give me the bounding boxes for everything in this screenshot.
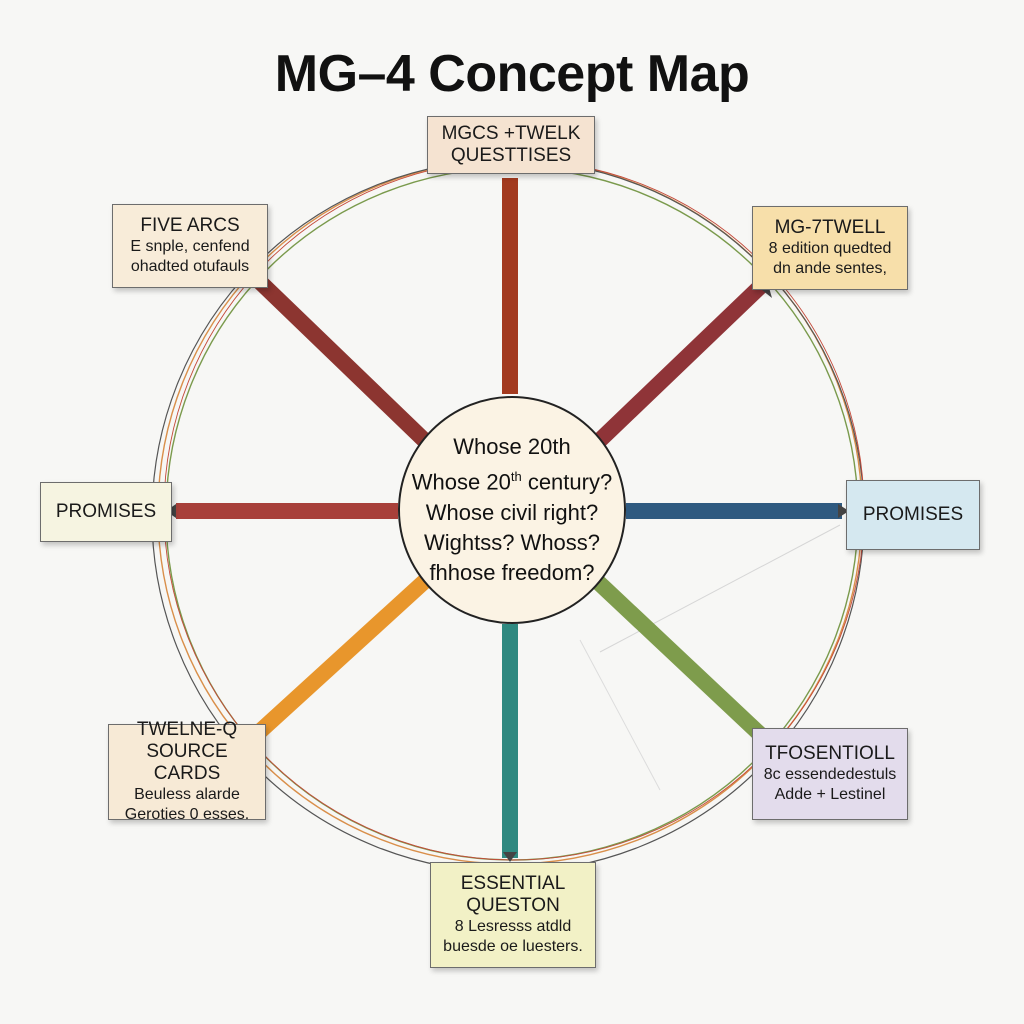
node-top-right-heading: MG-7TWELL: [774, 217, 886, 238]
node-essential-question[interactable]: ESSENTIAL QUESTON 8 Lesresss atdld buesd…: [430, 862, 596, 968]
spoke-top-left: [252, 274, 430, 446]
guide-line: [579, 639, 661, 791]
node-top-line-2: QUESTTISES: [450, 145, 572, 166]
node-bottom-line-1: ESSENTIAL: [460, 873, 566, 894]
node-essential-tools[interactable]: TFOSENTIOLL 8c essendedestuls Adde + Les…: [752, 728, 908, 820]
spoke-top-right: [592, 276, 771, 448]
center-question-hub: Whose 20th Whose 20th century? Whose civ…: [398, 396, 626, 624]
node-bottom-right-heading: TFOSENTIOLL: [765, 743, 895, 764]
node-promises-right[interactable]: PROMISES: [846, 480, 980, 550]
node-left-heading: PROMISES: [55, 501, 157, 522]
diagram-title: MG–4 Concept Map: [274, 45, 750, 103]
arrow-head-right-icon: [838, 504, 849, 518]
node-top-left-sub-1: E snple, cenfend: [130, 238, 250, 255]
center-line-3: Whose civil right?: [425, 499, 599, 525]
spoke-bottom-right: [592, 576, 770, 744]
node-mg-twell[interactable]: MG-7TWELL 8 edition quedted dn ande sent…: [752, 206, 908, 290]
node-five-arcs[interactable]: FIVE ARCS E snple, cenfend ohadted otufa…: [112, 204, 268, 288]
node-bottom-line-2: QUESTON: [466, 895, 560, 916]
node-top-right-sub-1: 8 edition quedted: [768, 240, 892, 257]
node-top-left-heading: FIVE ARCS: [140, 215, 240, 236]
node-bottom-left-sub-1: Beuless alarde: [134, 786, 240, 803]
guide-line: [599, 524, 841, 653]
center-line-4: Wightss? Whoss?: [423, 529, 601, 555]
node-bottom-sub-1: 8 Lesresss atdld: [454, 918, 572, 935]
node-source-cards[interactable]: TWELNE-Q SOURCE CARDS Beuless alarde Ger…: [108, 719, 266, 823]
node-top-questions[interactable]: MGCS +TWELK QUESTTISES: [427, 116, 595, 174]
node-right-heading: PROMISES: [862, 504, 964, 525]
spoke-bottom-left: [250, 574, 432, 741]
node-bottom-sub-2: buesde oe luesters.: [443, 938, 583, 955]
node-promises-left[interactable]: PROMISES: [40, 482, 172, 542]
center-superscript: th: [510, 469, 522, 485]
node-bottom-left-sub-2: Geroties 0 esses.: [124, 806, 250, 823]
node-bottom-right-sub-2: Adde + Lestinel: [774, 786, 886, 803]
node-top-line-1: MGCS +TWELK: [441, 123, 581, 144]
center-line-1: Whose 20th: [453, 434, 571, 460]
node-bottom-left-line-1: TWELNE-Q: [136, 719, 238, 740]
node-top-left-sub-2: ohadted otufauls: [130, 258, 250, 275]
node-bottom-left-line-2: SOURCE CARDS: [146, 741, 228, 784]
center-line-2: Whose 20th century?: [411, 469, 613, 495]
arrow-head-bottom-icon: [503, 852, 517, 862]
node-top-right-sub-2: dn ande sentes,: [773, 260, 887, 277]
node-bottom-right-sub-1: 8c essendedestuls: [763, 766, 897, 783]
center-line-5: fhhose freedom?: [429, 559, 595, 585]
